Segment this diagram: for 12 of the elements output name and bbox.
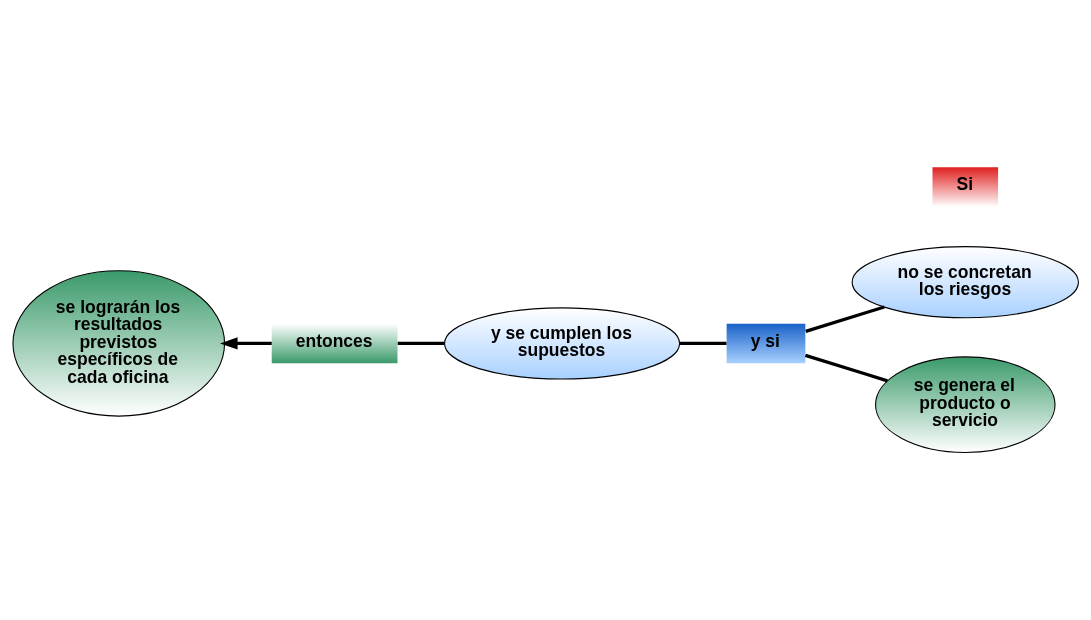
arrow: [220, 337, 272, 350]
node-box: y si: [726, 323, 806, 364]
connector: [679, 341, 727, 346]
node-ellipse: no se concretan los riesgos: [851, 246, 1079, 319]
connector: [804, 353, 888, 383]
node-ellipse: y se cumplen los supuestos: [444, 307, 681, 380]
node-ellipse: se genera el producto o servicio: [875, 356, 1056, 453]
node-box: entonces: [271, 323, 398, 364]
connector: [397, 341, 445, 346]
node-ellipse: se lograrán los resultados previstos específicos de cada oficina: [12, 270, 226, 417]
node-box: Si: [932, 167, 999, 207]
connector: [805, 305, 885, 333]
